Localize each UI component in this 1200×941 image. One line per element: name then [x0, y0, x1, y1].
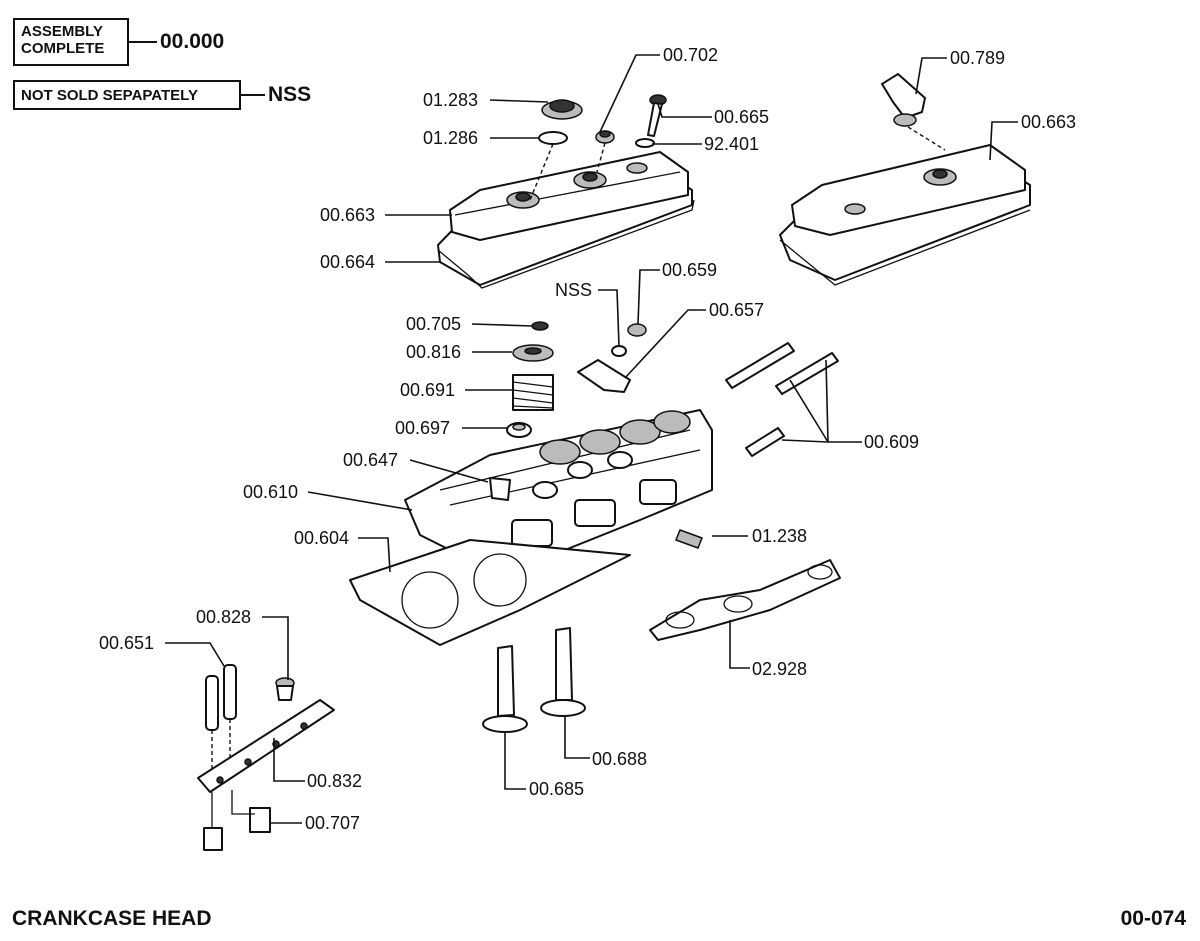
gasket-left	[437, 199, 695, 289]
assembly-complete-box: ASSEMBLY COMPLETE	[13, 18, 129, 66]
label-00-663-left: 00.663	[320, 205, 375, 225]
pushrod-guide-plate	[197, 699, 335, 793]
nss-box: NOT SOLD SEPAPATELY	[13, 80, 241, 110]
label-01-283: 01.283	[423, 90, 478, 110]
valve-spring	[512, 374, 554, 411]
assembly-leader	[129, 41, 157, 43]
label-00-702: 00.702	[663, 45, 718, 65]
label-00-610: 00.610	[243, 482, 298, 502]
cover-bolt	[635, 94, 667, 148]
label-02-928: 02.928	[752, 659, 807, 679]
label-92-401: 92.401	[704, 134, 759, 154]
exhaust-valve	[482, 645, 528, 733]
label-00-665: 00.665	[714, 107, 769, 127]
label-00-705: 00.705	[406, 314, 461, 334]
valve-cover-left	[437, 151, 693, 286]
head-gasket	[349, 539, 631, 646]
spring-retainer	[512, 344, 554, 362]
rocker-stud	[489, 477, 511, 501]
label-00-697: 00.697	[395, 418, 450, 438]
assembly-complete-label: ASSEMBLY COMPLETE	[21, 23, 105, 57]
page-code: 00-074	[1120, 907, 1186, 930]
label-00-651: 00.651	[99, 633, 154, 653]
grommet	[595, 130, 615, 144]
intake-valve	[540, 627, 586, 717]
label-00-832: 00.832	[307, 771, 362, 791]
label-00-664: 00.664	[320, 252, 375, 272]
rocker-nut-nss	[611, 345, 627, 357]
nss-leader	[241, 94, 265, 96]
assembly-code: 00.000	[160, 30, 225, 53]
breather-elbow	[881, 73, 926, 127]
oil-cap-seal	[538, 131, 568, 145]
label-00-816: 00.816	[406, 342, 461, 362]
rocker-ball	[627, 323, 647, 337]
valve-key	[531, 321, 549, 331]
label-00-659: 00.659	[662, 260, 717, 280]
exhaust-gasket	[649, 559, 841, 641]
label-00-604: 00.604	[294, 528, 349, 548]
head-bolt	[725, 342, 839, 457]
label-01-238: 01.238	[752, 526, 807, 546]
label-00-663-right: 00.663	[1021, 112, 1076, 132]
temperature-sender	[675, 529, 703, 549]
oil-filler-cap	[541, 99, 583, 120]
leader-lines	[165, 54, 1018, 824]
pushrod-guide-pins	[205, 664, 237, 731]
label-00-688: 00.688	[592, 749, 647, 769]
label-00-609: 00.609	[864, 432, 919, 452]
label-00-789: 00.789	[950, 48, 1005, 68]
label-00-707: 00.707	[305, 813, 360, 833]
label-nss: NSS	[555, 280, 592, 300]
label-01-286: 01.286	[423, 128, 478, 148]
label-00-828: 00.828	[196, 607, 251, 627]
rocker-arm	[577, 359, 631, 393]
plug	[275, 677, 295, 701]
valve-cover-right	[779, 144, 1031, 286]
label-00-685: 00.685	[529, 779, 584, 799]
diagram-title: CRANKCASE HEAD	[12, 907, 212, 930]
valve-shield	[506, 422, 532, 438]
nss-code: NSS	[268, 83, 312, 106]
label-00-657: 00.657	[709, 300, 764, 320]
label-00-691: 00.691	[400, 380, 455, 400]
label-00-647: 00.647	[343, 450, 398, 470]
nss-label: NOT SOLD SEPAPATELY	[21, 87, 198, 104]
